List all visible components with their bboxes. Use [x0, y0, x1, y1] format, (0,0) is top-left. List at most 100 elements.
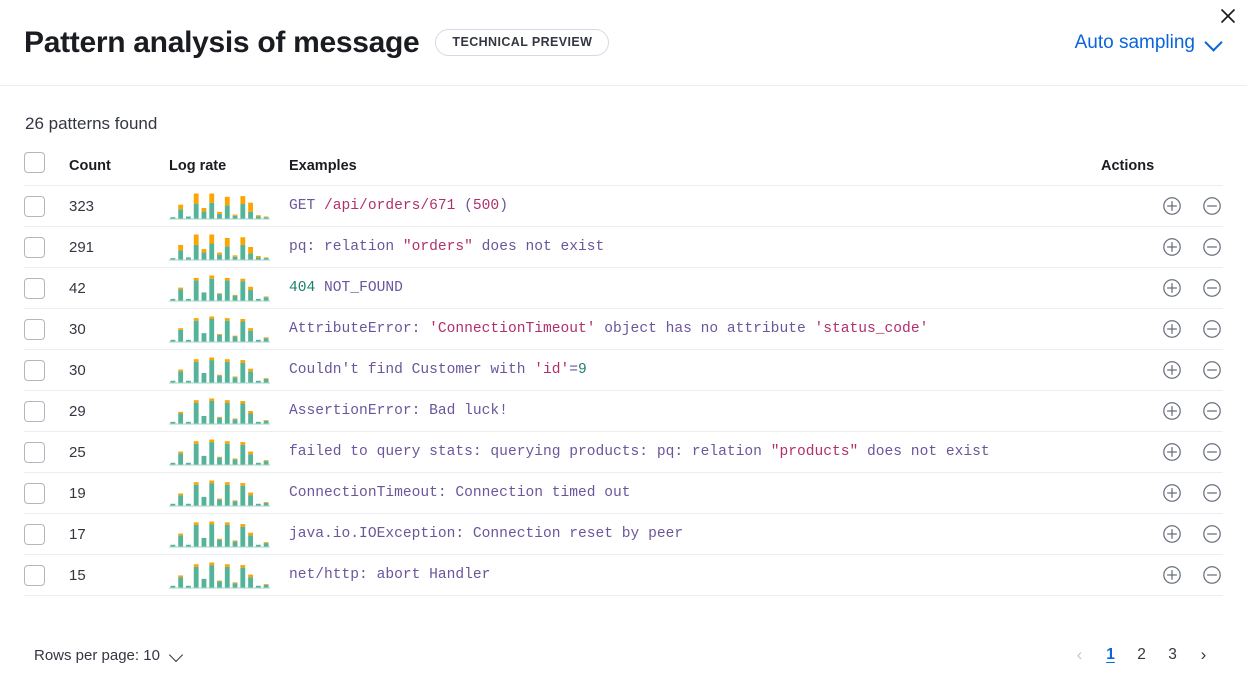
row-log-rate-sparkline: [169, 185, 289, 227]
row-count: 15: [69, 554, 169, 596]
technical-preview-badge: TECHNICAL PREVIEW: [435, 28, 610, 57]
row-example: Couldn't find Customer with 'id'=9: [289, 349, 1101, 391]
row-checkbox[interactable]: [24, 195, 45, 217]
row-example: AttributeError: 'ConnectionTimeout' obje…: [289, 308, 1101, 350]
row-count: 42: [69, 267, 169, 309]
row-checkbox[interactable]: [24, 277, 45, 299]
row-example: AssertionError: Bad luck!: [289, 390, 1101, 432]
table-row[interactable]: 30 AttributeError: 'ConnectionTimeout' ob…: [24, 308, 1223, 350]
circle-minus-icon[interactable]: [1201, 482, 1223, 504]
example-token: does not exist: [472, 239, 605, 255]
circle-minus-icon[interactable]: [1201, 195, 1223, 217]
panel-header: Pattern analysis of message TECHNICAL PR…: [0, 0, 1247, 86]
row-checkbox[interactable]: [24, 482, 45, 504]
table-header-row: Count Log rate Examples Actions: [24, 152, 1223, 186]
column-header-examples[interactable]: Examples: [289, 152, 1101, 186]
patterns-found-count: 26 patterns found: [25, 114, 158, 133]
table-row[interactable]: 17 java.io.IOException: Connection reset …: [24, 513, 1223, 555]
circle-plus-icon[interactable]: [1161, 318, 1183, 340]
row-actions: [1101, 267, 1223, 309]
row-example: net/http: abort Handler: [289, 554, 1101, 596]
pagination-next[interactable]: ›: [1200, 645, 1207, 664]
pagination-page-1[interactable]: 1: [1106, 646, 1115, 663]
circle-plus-icon[interactable]: [1161, 236, 1183, 258]
table-row[interactable]: 15 net/http: abort Handler: [24, 554, 1223, 596]
row-actions: [1101, 390, 1223, 432]
row-log-rate-sparkline: [169, 308, 289, 350]
circle-plus-icon[interactable]: [1161, 523, 1183, 545]
row-checkbox[interactable]: [24, 359, 45, 381]
circle-minus-icon[interactable]: [1201, 236, 1223, 258]
example-token: Couldn't find Customer with: [289, 362, 535, 378]
circle-plus-icon[interactable]: [1161, 482, 1183, 504]
row-count: 17: [69, 513, 169, 555]
select-all-checkbox[interactable]: [24, 152, 45, 173]
row-checkbox[interactable]: [24, 400, 45, 422]
column-header-log-rate[interactable]: Log rate: [169, 152, 289, 186]
table-row[interactable]: 29 AssertionError: Bad luck!: [24, 390, 1223, 432]
circle-minus-icon[interactable]: [1201, 359, 1223, 381]
circle-minus-icon[interactable]: [1201, 318, 1223, 340]
example-token: GET: [289, 198, 325, 214]
header-actions: Auto sampling: [1075, 32, 1223, 54]
row-checkbox[interactable]: [24, 441, 45, 463]
circle-minus-icon[interactable]: [1201, 277, 1223, 299]
row-checkbox[interactable]: [24, 564, 45, 586]
table-row[interactable]: 42 404 NOT_FOUND: [24, 267, 1223, 309]
row-log-rate-sparkline: [169, 390, 289, 432]
row-count: 30: [69, 349, 169, 391]
row-count: 19: [69, 472, 169, 514]
pagination-prev[interactable]: ‹: [1076, 645, 1083, 664]
circle-plus-icon[interactable]: [1161, 441, 1183, 463]
row-log-rate-sparkline: [169, 349, 289, 391]
row-checkbox[interactable]: [24, 523, 45, 545]
example-token: java.io.IOException: Connection reset by…: [289, 526, 684, 542]
row-count: 29: [69, 390, 169, 432]
circle-minus-icon[interactable]: [1201, 400, 1223, 422]
circle-minus-icon[interactable]: [1201, 564, 1223, 586]
table-row[interactable]: 30 Couldn't find Customer with 'id'=9: [24, 349, 1223, 391]
row-actions: [1101, 472, 1223, 514]
row-example: 404 NOT_FOUND: [289, 267, 1101, 309]
example-token: 'id': [534, 362, 570, 378]
row-checkbox[interactable]: [24, 236, 45, 258]
example-token: AttributeError:: [289, 321, 430, 337]
example-token: AssertionError: Bad luck!: [289, 403, 508, 419]
row-example: GET /api/orders/671 (500): [289, 185, 1101, 227]
circle-plus-icon[interactable]: [1161, 400, 1183, 422]
example-token: (: [455, 198, 473, 214]
table-header: Count Log rate Examples Actions: [24, 152, 1223, 186]
example-token: 9: [578, 362, 587, 378]
circle-plus-icon[interactable]: [1161, 195, 1183, 217]
rows-per-page-selector[interactable]: Rows per page: 10: [24, 647, 185, 664]
circle-plus-icon[interactable]: [1161, 564, 1183, 586]
row-checkbox[interactable]: [24, 318, 45, 340]
row-select-cell: [24, 308, 69, 350]
column-header-actions: Actions: [1101, 152, 1223, 186]
circle-minus-icon[interactable]: [1201, 441, 1223, 463]
pagination-page-2[interactable]: 2: [1137, 646, 1146, 663]
row-actions: [1101, 513, 1223, 555]
example-token: net/http: abort Handler: [289, 567, 491, 583]
row-select-cell: [24, 390, 69, 432]
panel-footer: Rows per page: 10 ‹ 1 2 3 ›: [0, 626, 1247, 684]
pagination-page-3[interactable]: 3: [1168, 646, 1177, 663]
circle-plus-icon[interactable]: [1161, 277, 1183, 299]
circle-plus-icon[interactable]: [1161, 359, 1183, 381]
row-actions: [1101, 308, 1223, 350]
close-icon[interactable]: [1214, 2, 1242, 30]
row-log-rate-sparkline: [169, 267, 289, 309]
auto-sampling-dropdown[interactable]: Auto sampling: [1075, 32, 1223, 54]
chevron-down-icon: [170, 648, 185, 663]
column-header-count[interactable]: Count: [69, 152, 169, 186]
pagination: ‹ 1 2 3 ›: [1064, 640, 1223, 671]
chevron-down-icon: [1206, 34, 1223, 51]
row-count: 30: [69, 308, 169, 350]
circle-minus-icon[interactable]: [1201, 523, 1223, 545]
